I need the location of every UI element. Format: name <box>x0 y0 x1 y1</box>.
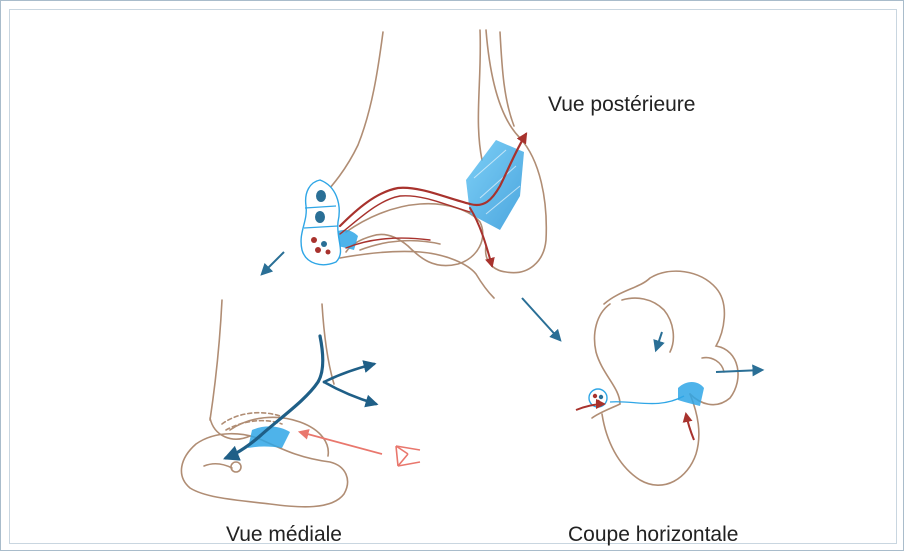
calcaneus-outline <box>340 251 494 298</box>
calcaneus-section <box>602 394 699 485</box>
tibia-outline <box>322 32 383 197</box>
label-posterior-view: Vue postérieure <box>548 94 695 115</box>
label-medial-view: Vue médiale <box>226 524 342 545</box>
eye-symbol-icon <box>396 446 420 466</box>
medial-view-drawing <box>181 300 347 507</box>
arrow-to-medial-icon <box>262 252 284 274</box>
talus-section <box>604 271 738 405</box>
tibia-medial-right <box>322 304 334 384</box>
talus-inner <box>622 298 673 352</box>
tibia-outline-right <box>478 30 482 160</box>
label-horizontal-section: Coupe horizontale <box>568 524 738 545</box>
rotation-arrow-icon <box>656 332 662 350</box>
tarsal-canal-section <box>301 180 340 265</box>
arrow-to-horizontal-icon <box>522 298 560 340</box>
tibia-medial-left <box>210 300 222 420</box>
fibula-inner <box>500 32 514 126</box>
horizontal-section-details <box>589 382 704 407</box>
red-lower-arrow-icon <box>686 414 694 440</box>
lower-contour <box>360 241 440 250</box>
horizontal-section-drawing <box>592 271 738 485</box>
joint-dashed <box>222 413 280 424</box>
medial-tendon-path <box>226 336 376 458</box>
sustentaculum-hole <box>231 462 241 472</box>
view-direction-arrow-icon <box>300 432 382 454</box>
